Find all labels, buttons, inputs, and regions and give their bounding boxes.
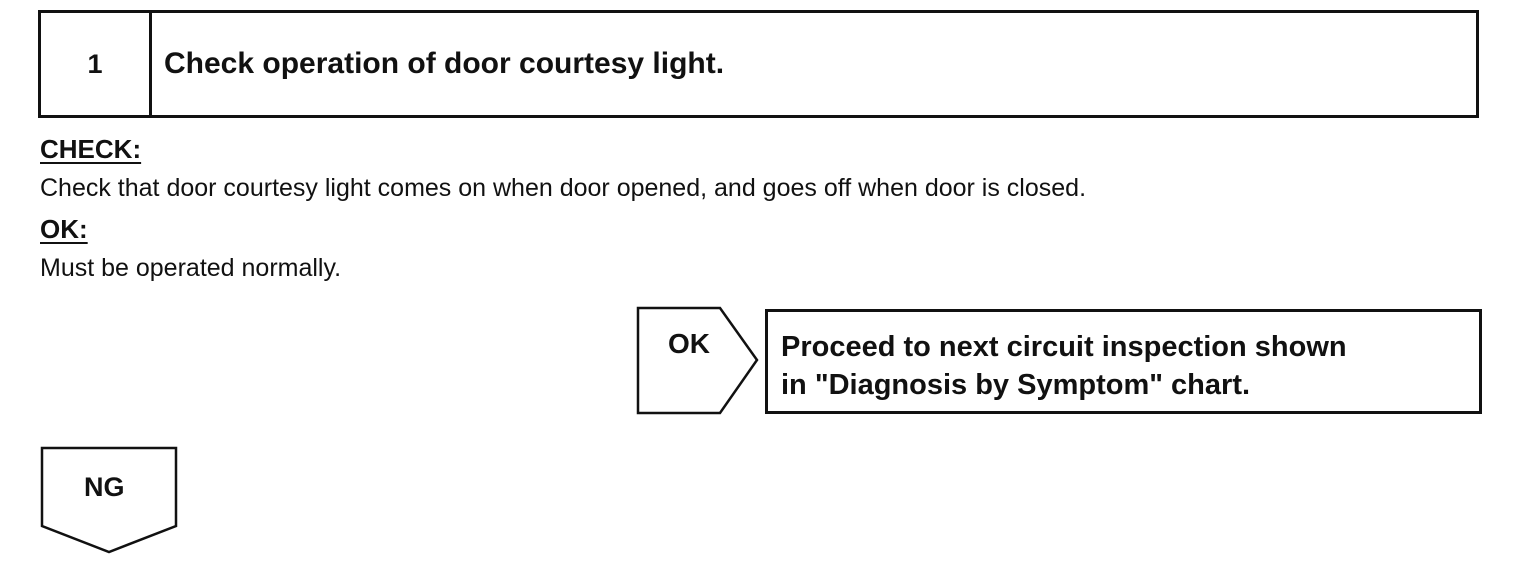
check-label: CHECK: bbox=[40, 134, 142, 164]
ng-branch-label: NG bbox=[84, 472, 125, 502]
step-title: Check operation of door courtesy light. bbox=[164, 47, 725, 80]
ok-result-line-2: in "Diagnosis by Symptom" chart. bbox=[781, 369, 1251, 401]
ok-spec-label: OK: bbox=[40, 214, 88, 244]
ok-arrow-shape bbox=[636, 306, 759, 415]
ng-arrow-shape bbox=[40, 446, 178, 554]
step-header-box: 1 Check operation of door courtesy light… bbox=[38, 10, 1479, 118]
ok-branch-label: OK bbox=[668, 328, 710, 359]
ok-spec-text: Must be operated normally. bbox=[40, 254, 342, 282]
ok-result-box: Proceed to next circuit inspection shown… bbox=[765, 309, 1482, 414]
check-text: Check that door courtesy light comes on … bbox=[40, 174, 1087, 202]
step-number: 1 bbox=[41, 13, 152, 115]
ok-result-line-1: Proceed to next circuit inspection shown bbox=[781, 331, 1347, 363]
